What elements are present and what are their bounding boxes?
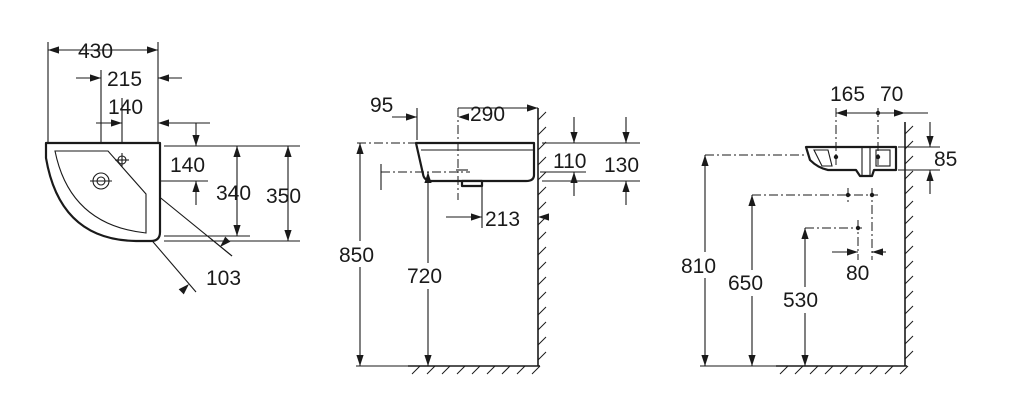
dim-430: 430 bbox=[48, 40, 158, 63]
dim-213: 213 bbox=[446, 208, 549, 231]
front-view: 95 290 110 130 213 bbox=[336, 94, 640, 375]
dim-label: 213 bbox=[485, 208, 520, 231]
dim-label: 85 bbox=[934, 148, 957, 171]
dim-label: 215 bbox=[107, 68, 142, 91]
top-view: 430 215 140 140 34 bbox=[44, 40, 301, 295]
side-view: 165 70 85 810 bbox=[680, 83, 957, 375]
dim-70: 70 bbox=[880, 83, 928, 114]
dim-label: 140 bbox=[170, 154, 205, 177]
dim-label: 650 bbox=[728, 272, 763, 295]
dim-850: 850 bbox=[336, 143, 408, 367]
dim-95: 95 bbox=[370, 94, 469, 121]
dim-340: 340 bbox=[216, 146, 251, 236]
corner-basin-top bbox=[44, 141, 162, 243]
dim-label: 850 bbox=[339, 244, 374, 267]
dim-label: 430 bbox=[78, 40, 113, 63]
dim-290: 290 bbox=[458, 103, 538, 126]
dim-label: 340 bbox=[216, 182, 251, 205]
dim-label: 95 bbox=[370, 94, 393, 117]
dim-label: 140 bbox=[108, 96, 143, 119]
dim-140-v: 140 bbox=[170, 123, 205, 205]
dim-label: 103 bbox=[206, 267, 241, 290]
dim-140-h: 140 bbox=[96, 96, 169, 127]
dim-label: 165 bbox=[830, 83, 865, 106]
dim-215: 215 bbox=[76, 68, 182, 91]
dim-165: 165 bbox=[830, 83, 905, 117]
dim-label: 720 bbox=[407, 265, 442, 288]
dim-label: 130 bbox=[604, 154, 639, 177]
dim-810: 810 bbox=[680, 155, 776, 367]
dim-label: 290 bbox=[470, 103, 505, 126]
dim-label: 810 bbox=[681, 255, 716, 278]
dim-label: 80 bbox=[846, 262, 869, 285]
dim-530: 530 bbox=[780, 228, 830, 366]
dim-80: 80 bbox=[832, 248, 886, 285]
basin-front bbox=[414, 141, 536, 183]
dim-label: 350 bbox=[266, 185, 301, 208]
dim-label: 530 bbox=[783, 289, 818, 312]
dim-650: 650 bbox=[727, 195, 777, 366]
dim-label: 110 bbox=[553, 150, 586, 173]
dim-85: 85 bbox=[898, 122, 957, 194]
waste-outlet bbox=[460, 179, 484, 188]
dim-130: 130 bbox=[604, 117, 639, 205]
dim-110: 110 bbox=[553, 117, 586, 196]
dim-label: 70 bbox=[880, 83, 903, 106]
dim-350: 350 bbox=[266, 146, 301, 241]
dim-720: 720 bbox=[404, 172, 454, 366]
